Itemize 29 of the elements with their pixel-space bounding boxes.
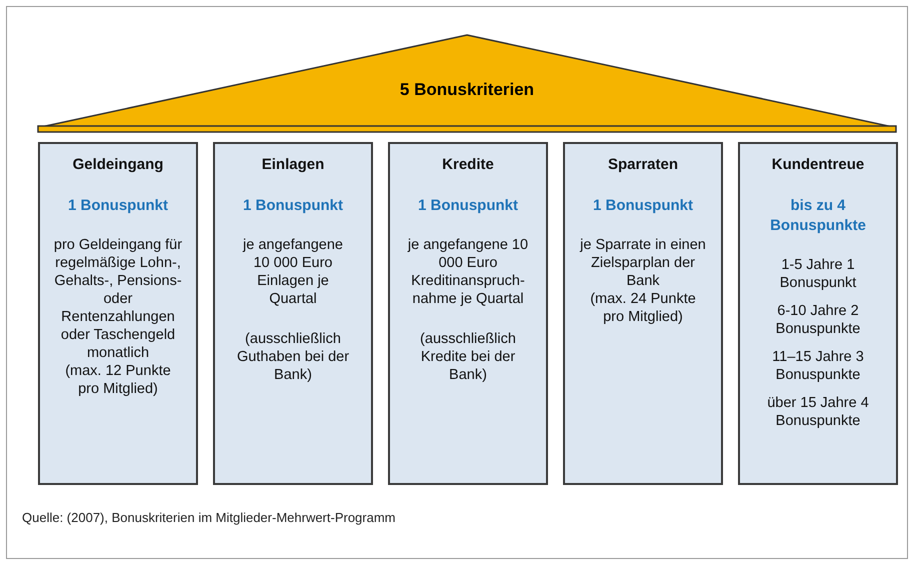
column-panel bbox=[38, 142, 198, 485]
criteria-text: je Sparrate in einen Zielsparplan der Bank bbox=[578, 236, 707, 290]
duration-text: 1-5 Jahre 1 Bonuspunkt bbox=[778, 256, 858, 292]
column-heading: Geldeingang bbox=[72, 156, 164, 174]
criteria-text: je angefangene 10 000 Euro Einlagen je Quartal bbox=[242, 236, 344, 308]
duration-text: über 15 Jahre 4 Bonuspunkte bbox=[766, 394, 870, 430]
column-panel bbox=[213, 142, 373, 485]
note-text: (max. 12 Punkte pro Mitglied) bbox=[64, 362, 172, 398]
column-panel bbox=[563, 142, 723, 485]
bonus-points: 1 Bonuspunkt bbox=[592, 196, 694, 216]
column-panel bbox=[738, 142, 898, 485]
roof-title: 5 Bonuskriterien bbox=[398, 80, 536, 100]
duration-text: 11–15 Jahre 3 Bonuspunkte bbox=[771, 348, 865, 384]
duration-text: 6-10 Jahre 2 Bonuspunkte bbox=[774, 302, 862, 338]
bonus-points: bis zu 4 Bonuspunkte bbox=[769, 196, 867, 236]
column-heading: Kundentreue bbox=[770, 156, 866, 174]
note-text: (ausschließlich Guthaben bei der Bank) bbox=[236, 330, 350, 384]
column-heading: Kredite bbox=[441, 156, 495, 174]
bonus-points: 1 Bonuspunkt bbox=[242, 196, 344, 216]
note-text: (ausschließlich Kredite bei der Bank) bbox=[419, 330, 517, 384]
column-heading: Einlagen bbox=[260, 156, 326, 174]
column-heading: Sparraten bbox=[606, 156, 680, 174]
bonus-points: 1 Bonuspunkt bbox=[417, 196, 519, 216]
criteria-text: je angefangene 10 000 Euro Kreditinanspruch-nahme je Quartal bbox=[406, 236, 530, 308]
source-caption: Quelle: (2007), Bonuskriterien im Mitglieder-Mehrwert-Programm bbox=[22, 510, 396, 525]
criteria-text: pro Geldeingang für regelmäßige Lohn-, Gehalts-, Pensions- oder Rentenzahlungen oder Taschengeld monatlich bbox=[53, 236, 183, 362]
bonus-points: 1 Bonuspunkt bbox=[67, 196, 169, 216]
column-panel bbox=[388, 142, 548, 485]
note-text: (max. 24 Punkte pro Mitglied) bbox=[589, 290, 697, 326]
